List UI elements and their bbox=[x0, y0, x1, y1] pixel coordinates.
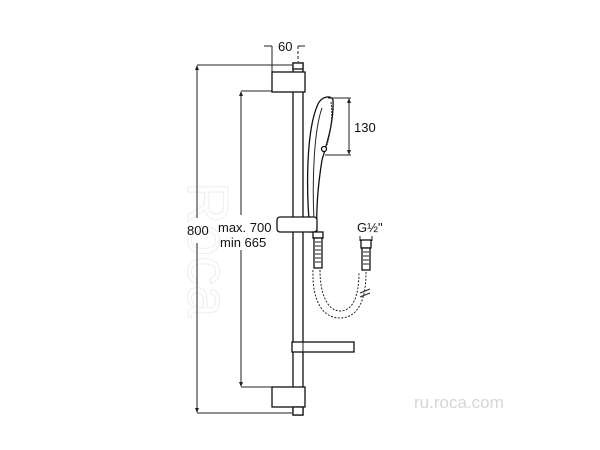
dimension-60: 60 bbox=[264, 39, 305, 72]
top-wall-bracket bbox=[271, 71, 306, 93]
dimension-130: 130 bbox=[325, 97, 376, 156]
handset-holder-slider bbox=[276, 216, 318, 233]
dimension-label-min: min 665 bbox=[220, 235, 266, 250]
website-watermark: ru.roca.com bbox=[414, 393, 504, 412]
shower-hose: G½" bbox=[312, 220, 383, 319]
dimension-label-800: 800 bbox=[187, 223, 209, 238]
thread-size-label: G½" bbox=[357, 220, 383, 235]
bottom-wall-bracket bbox=[271, 386, 306, 408]
dimension-800: 800 bbox=[187, 64, 292, 414]
brand-watermark: Roca bbox=[175, 182, 240, 318]
hose-nut bbox=[312, 231, 324, 239]
dimension-adjustable: max. 700 min 665 bbox=[218, 90, 272, 388]
dimension-label-130: 130 bbox=[354, 120, 376, 135]
rail-bottom-cap bbox=[292, 406, 304, 416]
soap-shelf bbox=[291, 341, 355, 353]
hand-shower bbox=[306, 96, 334, 233]
slide-rail bbox=[292, 62, 304, 416]
dimension-label-60: 60 bbox=[278, 39, 292, 54]
dimension-label-max: max. 700 bbox=[218, 220, 271, 235]
thread-connector bbox=[360, 239, 372, 249]
rail-top-cap bbox=[292, 62, 304, 70]
